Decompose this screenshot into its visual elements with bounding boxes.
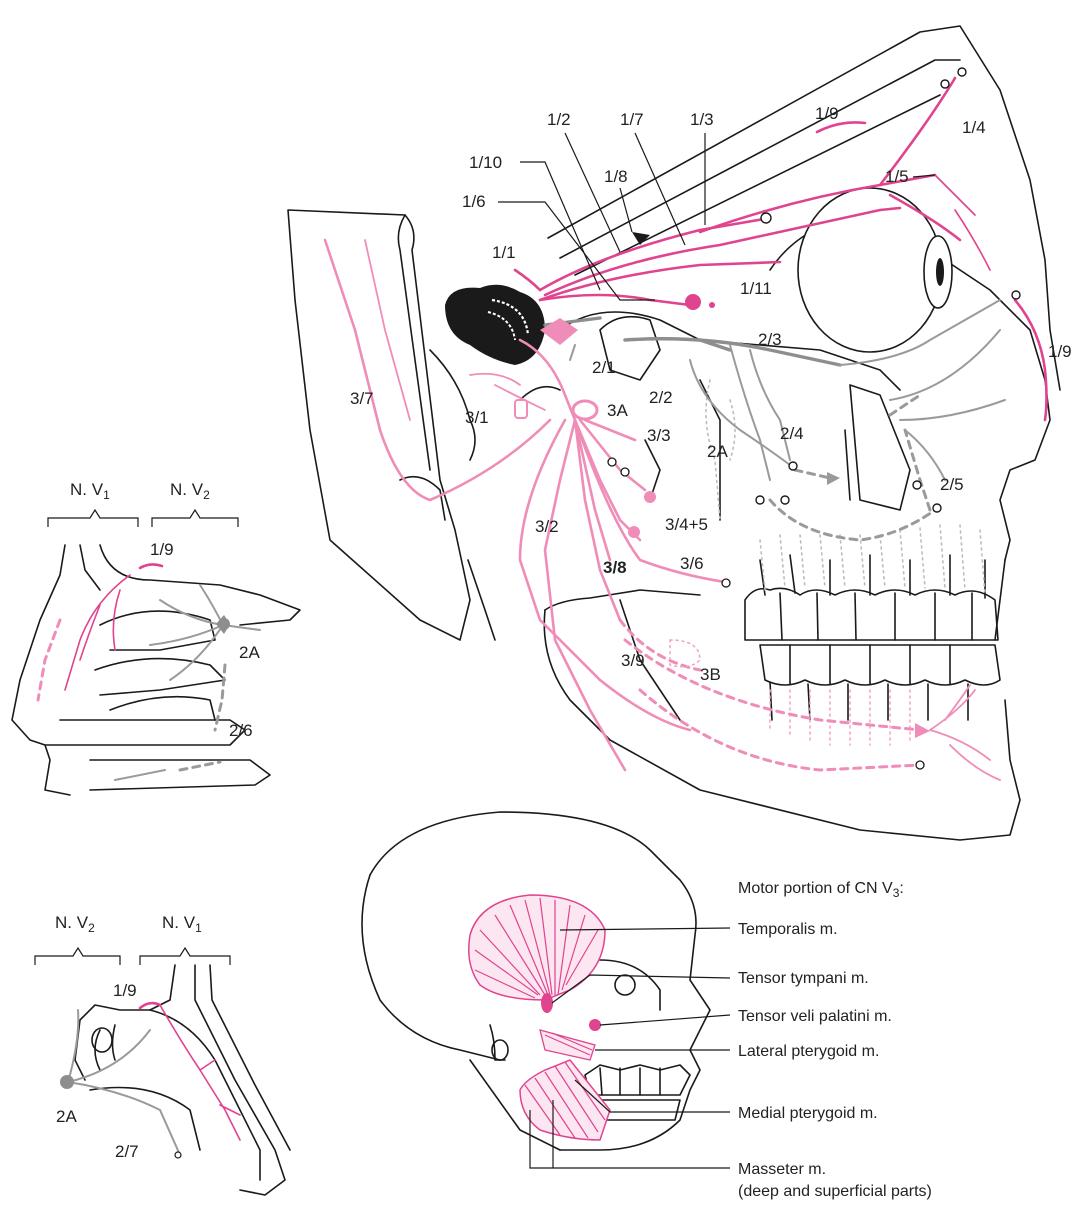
label-tensor-veli-palatini: Tensor veli palatini m. bbox=[738, 1008, 892, 1025]
tensor-veli-palatini-muscle bbox=[589, 1019, 601, 1031]
motor-labels: Motor portion of CN V3: Temporalis m. Te… bbox=[738, 880, 932, 1200]
label-1-9-nose: 1/9 bbox=[1048, 342, 1072, 361]
label-2A-main: 2A bbox=[707, 442, 728, 461]
label-masseter-note: (deep and superficial parts) bbox=[738, 1183, 932, 1200]
motor-leader-lines bbox=[529, 927, 731, 1169]
label-2A-lower: 2A bbox=[56, 1107, 77, 1126]
trigeminal-ganglion bbox=[445, 284, 545, 365]
masseter-muscle bbox=[519, 1059, 611, 1141]
label-2-6: 2/6 bbox=[229, 721, 253, 740]
label-masseter: Masseter m. bbox=[738, 1161, 826, 1178]
label-3-3: 3/3 bbox=[647, 426, 671, 445]
label-2-3: 2/3 bbox=[758, 330, 782, 349]
leader-lines bbox=[498, 132, 936, 301]
label-1-10: 1/10 bbox=[469, 153, 502, 172]
label-3-4-5: 3/4+5 bbox=[665, 515, 708, 534]
label-3-6: 3/6 bbox=[680, 554, 704, 573]
label-1-9-lower: 1/9 bbox=[113, 981, 137, 1000]
label-2-1: 2/1 bbox=[592, 358, 616, 377]
label-2-7: 2/7 bbox=[115, 1142, 139, 1161]
label-3-8: 3/8 bbox=[603, 558, 627, 577]
label-nv1-lower: N. V1 bbox=[162, 913, 202, 935]
label-2-2: 2/2 bbox=[649, 388, 673, 407]
label-nv2-lower: N. V2 bbox=[55, 913, 95, 935]
eyeball bbox=[797, 187, 953, 353]
motor-skull bbox=[361, 811, 711, 1151]
label-1-5: 1/5 bbox=[885, 167, 909, 186]
label-1-1: 1/1 bbox=[492, 243, 516, 262]
label-1-9-top: 1/9 bbox=[815, 104, 839, 123]
v2-branches bbox=[543, 299, 1006, 542]
label-nv2-upper: N. V2 bbox=[170, 480, 210, 502]
label-2A-nasal: 2A bbox=[239, 643, 260, 662]
lower-teeth bbox=[759, 644, 1001, 721]
label-1-3: 1/3 bbox=[690, 110, 714, 129]
tensor-tympani-muscle bbox=[541, 993, 553, 1013]
label-2-4: 2/4 bbox=[780, 424, 804, 443]
main-skull bbox=[287, 25, 1061, 841]
lateral-pterygoid-muscle bbox=[539, 1029, 596, 1061]
nasal-section-lower: N. V2 N. V1 1/9 2A 2/7 bbox=[34, 913, 291, 1196]
label-1-6: 1/6 bbox=[462, 192, 486, 211]
label-1-2: 1/2 bbox=[547, 110, 571, 129]
label-1-4: 1/4 bbox=[962, 118, 986, 137]
label-temporalis: Temporalis m. bbox=[738, 921, 838, 938]
label-medial-pterygoid: Medial pterygoid m. bbox=[738, 1105, 878, 1122]
label-1-11: 1/11 bbox=[740, 279, 772, 298]
v1-branches bbox=[513, 67, 1048, 422]
label-nv1-upper: N. V1 bbox=[70, 480, 110, 502]
label-lateral-pterygoid: Lateral pterygoid m. bbox=[738, 1043, 879, 1060]
label-3-1: 3/1 bbox=[465, 408, 489, 427]
label-3-9: 3/9 bbox=[621, 651, 645, 670]
label-2-5: 2/5 bbox=[940, 475, 964, 494]
label-1-8: 1/8 bbox=[604, 167, 628, 186]
upper-teeth bbox=[744, 554, 999, 641]
label-3-7: 3/7 bbox=[350, 389, 374, 408]
label-1-9-nasal: 1/9 bbox=[150, 540, 174, 559]
main-labels: 1/1 1/2 1/3 1/4 1/5 1/6 1/7 1/8 1/9 1/9 … bbox=[350, 104, 1072, 684]
label-3-2: 3/2 bbox=[535, 517, 559, 536]
nasal-section-upper: N. V1 N. V2 1/9 2A 2/6 bbox=[11, 480, 301, 796]
motor-title: Motor portion of CN V3: bbox=[738, 880, 904, 900]
label-tensor-tympani: Tensor tympani m. bbox=[738, 970, 869, 987]
label-3A: 3A bbox=[607, 401, 628, 420]
v3-branches bbox=[323, 238, 1001, 781]
label-1-7: 1/7 bbox=[620, 110, 644, 129]
label-3B: 3B bbox=[700, 665, 721, 684]
temporalis-muscle bbox=[468, 894, 606, 1001]
